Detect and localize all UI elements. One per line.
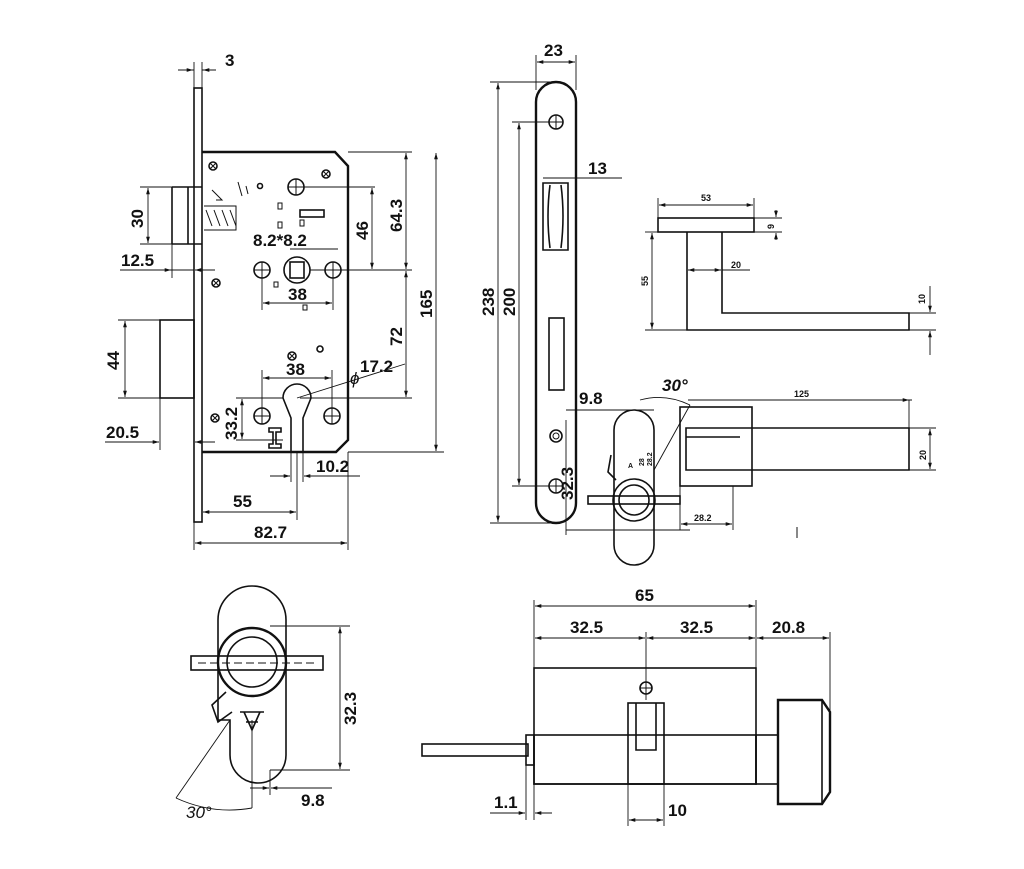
latch-bolt <box>171 181 249 245</box>
thumbturn-knob <box>216 626 288 698</box>
dim-cyl-hole: 17.2 <box>360 357 393 376</box>
handle-top-view: 53 9 55 20 10 <box>640 193 936 355</box>
deadbolt <box>159 319 195 399</box>
dim-centre-distance: 72 <box>387 327 406 346</box>
dim-9-8-side: 9.8 <box>579 389 603 408</box>
deadbolt-window <box>548 317 565 391</box>
rose <box>657 217 755 233</box>
dim-half-left: 32.5 <box>570 618 603 637</box>
spindle-hub <box>283 256 311 284</box>
dim-thumbturn-angle: 30° <box>186 803 212 822</box>
dim-thumbturn-height: 32.3 <box>341 692 360 725</box>
dim-lever-width: 20 <box>918 450 928 460</box>
lever-top <box>686 232 910 331</box>
dim-46: 46 <box>353 221 372 240</box>
latch-window <box>542 182 569 251</box>
rose-front <box>679 406 753 487</box>
dim-1-1: 1.1 <box>494 793 518 812</box>
dim-lever-length: 125 <box>794 389 809 399</box>
dim-half-right: 32.5 <box>680 618 713 637</box>
faceplate-outline <box>534 80 578 525</box>
dim-knob: 20.8 <box>772 618 805 637</box>
lock-body-view: 3 30 12.5 44 20.5 8.2*8.2 46 64.3 38 165 <box>104 51 444 550</box>
cylinder-cutout <box>282 383 312 453</box>
thumbturn-side: A <box>587 409 681 566</box>
dim-faceplate-width: 23 <box>544 41 563 60</box>
dim-total-height: 238 <box>479 288 498 316</box>
dim-lever-height: 55 <box>640 276 650 286</box>
lever-front <box>685 427 910 471</box>
cylinder-cam <box>627 702 665 785</box>
thumbturn-mark: A <box>628 463 633 470</box>
dim-fix-holes-lower: 38 <box>286 360 305 379</box>
dim-spindle-square: 8.2*8.2 <box>253 231 307 250</box>
tailpiece <box>421 743 529 757</box>
cylinder-side-view: 65 32.5 32.5 20.8 1.1 10 <box>421 586 832 826</box>
dim-case-depth: 82.7 <box>254 523 287 542</box>
dim-latch-offset: 12.5 <box>121 251 154 270</box>
dim-deadbolt-offset: 20.5 <box>106 423 139 442</box>
handle-front-view: 125 20 28.2 28 28.2 <box>639 389 936 538</box>
thumbturn-front-view: 32.3 9.8 30° <box>175 585 360 822</box>
small-dim-b: 28.2 <box>647 452 654 466</box>
diameter-symbol: ϕ <box>350 369 359 388</box>
small-dim-a: 28 <box>639 458 646 466</box>
dim-faceplate-thickness: 3 <box>225 51 234 70</box>
dim-fix-holes-upper: 38 <box>288 285 307 304</box>
faceplate-view: 23 13 238 200 A 9.8 32.3 30° <box>479 41 691 566</box>
dim-neck-offset: 20 <box>731 260 741 270</box>
dim-spindle-to-top: 64.3 <box>387 199 406 232</box>
dim-screw-spacing: 200 <box>500 288 519 316</box>
dim-lever-thickness: 10 <box>917 294 927 304</box>
dim-28-2: 28.2 <box>694 513 712 523</box>
thumbturn-body <box>217 585 287 784</box>
dim-case-height: 165 <box>417 290 436 318</box>
thumbturn-lever <box>211 691 233 724</box>
dim-32-3-side: 32.3 <box>558 467 577 500</box>
dim-thumbturn-offset: 9.8 <box>301 791 325 810</box>
thumbturn-bar <box>190 655 324 671</box>
dim-cam: 10 <box>668 801 687 820</box>
cam-slot <box>268 427 282 449</box>
cylinder-body <box>533 667 757 785</box>
case-screw-icon <box>208 161 331 423</box>
dim-angle-side: 30° <box>662 376 688 395</box>
lock-case <box>202 150 350 454</box>
latch-slot <box>299 209 325 218</box>
dim-rose-width: 53 <box>701 193 711 203</box>
dim-backset: 55 <box>233 492 252 511</box>
lock-faceplate <box>193 87 203 523</box>
dim-rose-thickness: 9 <box>766 224 776 229</box>
dim-latch-height: 30 <box>128 209 147 228</box>
dim-faceplate-thickness-13: 13 <box>588 159 607 178</box>
dim-cyl-fix-offset: 33.2 <box>222 407 241 440</box>
dim-cylinder-length: 65 <box>635 586 654 605</box>
dim-deadbolt-height: 44 <box>104 351 123 370</box>
dim-cyl-width: 10.2 <box>316 457 349 476</box>
